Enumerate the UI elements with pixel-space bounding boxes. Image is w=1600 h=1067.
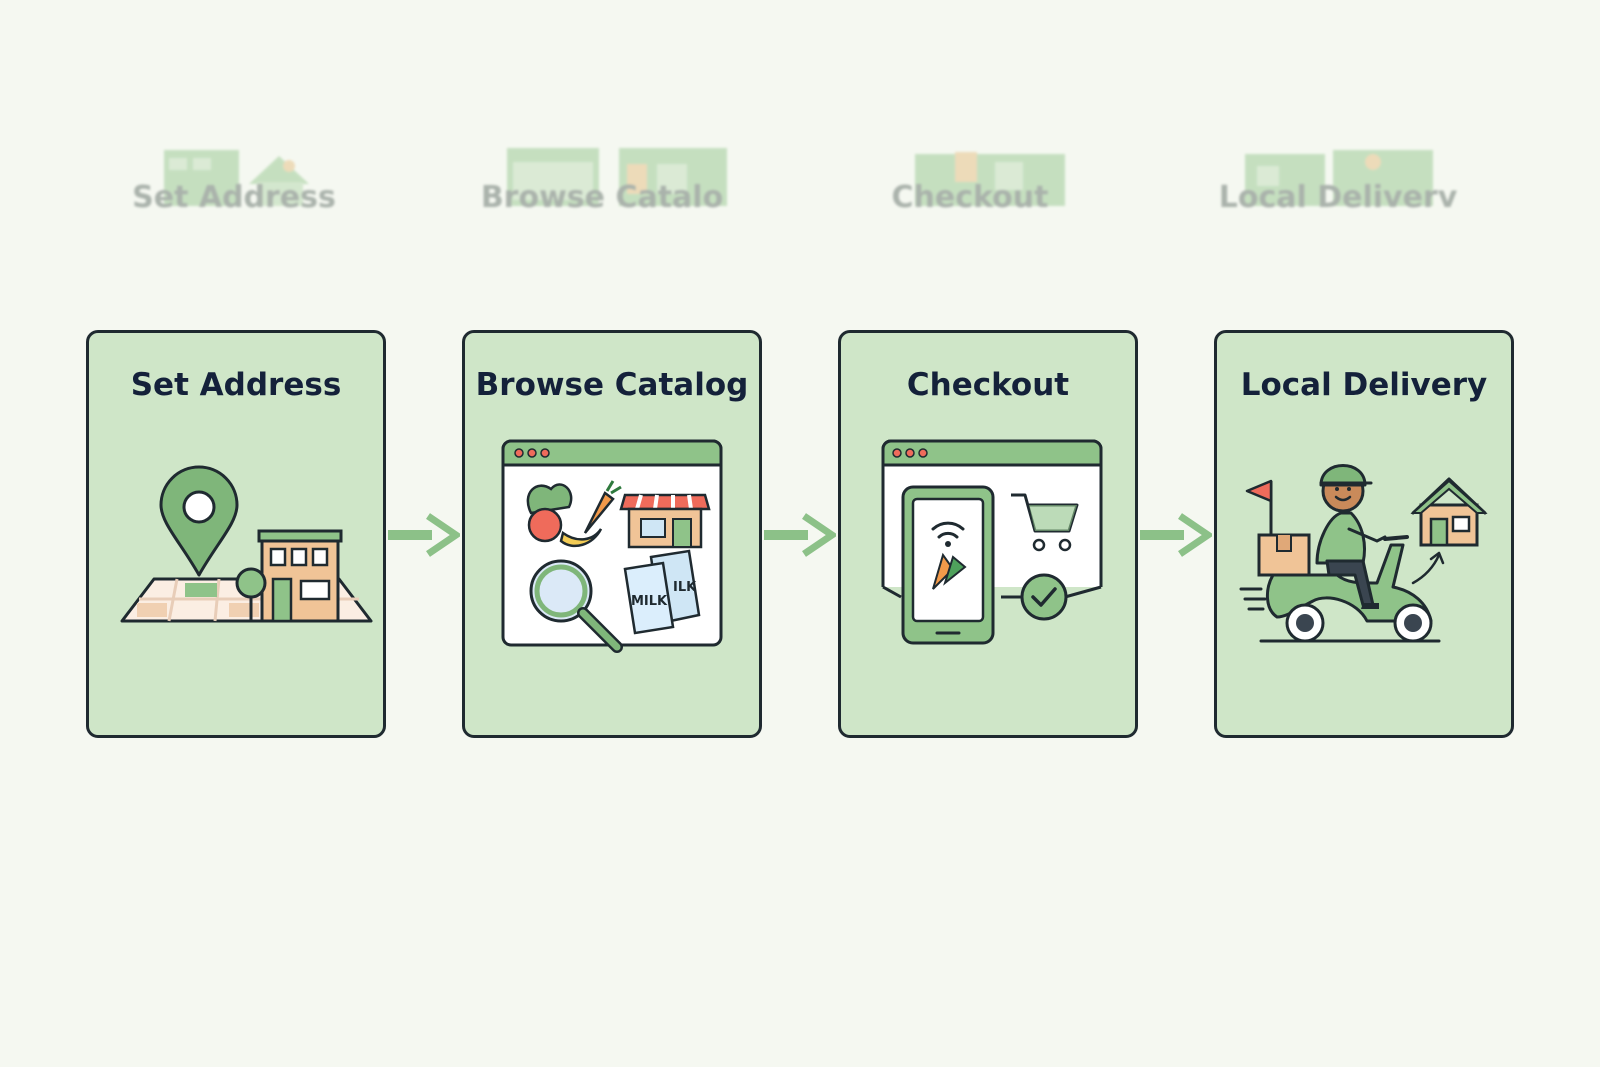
scooter-courier-icon [1239, 464, 1488, 643]
step-card-set-address: Set Address [86, 330, 386, 738]
catalog-window-icon: ILK MILK [501, 439, 723, 653]
ghost-header-row: Set Address Browse Catalo Checkout Local… [0, 130, 1600, 240]
ghost-thumbnail-icon [1245, 150, 1433, 206]
step-title: Checkout [906, 367, 1070, 403]
ghost-step-1: Set Address [84, 130, 384, 230]
ghost-step-3: Checkout [820, 130, 1120, 230]
ghost-label: Browse Catalo [480, 180, 724, 215]
step-card-local-delivery: Local Delivery [1214, 330, 1514, 738]
mobile-payment-icon [881, 439, 1103, 645]
ghost-thumbnail-icon [915, 152, 1065, 206]
step-title: Set Address [130, 367, 342, 403]
step-title: Browse Catalog [475, 367, 749, 403]
ghost-thumbnail-icon [507, 148, 727, 206]
flow-arrow-icon [764, 513, 836, 557]
step-title: Local Delivery [1240, 367, 1488, 403]
ghost-label: Local Deliverv [1218, 180, 1458, 215]
step-card-browse-catalog: Browse Catalog ILK MILK [462, 330, 762, 738]
flow-arrow-icon [388, 513, 460, 557]
ghost-step-4: Local Deliverv [1188, 130, 1488, 230]
milk-label: MILK [631, 594, 668, 609]
ghost-label: Checkout [891, 180, 1049, 215]
ghost-label: Set Address [132, 180, 336, 215]
step-card-checkout: Checkout [838, 330, 1138, 738]
flow-arrow-icon [1140, 513, 1212, 557]
milk-label-partial: ILK [673, 580, 697, 595]
ghost-step-2: Browse Catalo [452, 130, 752, 230]
ghost-thumbnail-icon [164, 150, 309, 206]
map-pin-icon [120, 465, 373, 623]
